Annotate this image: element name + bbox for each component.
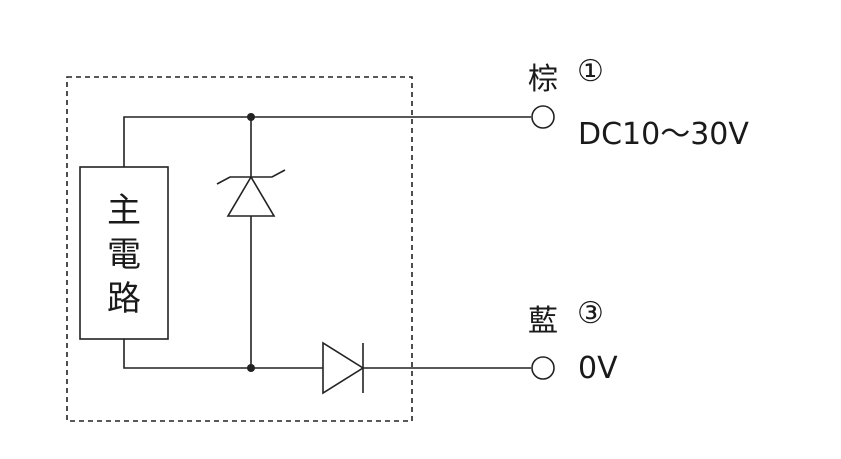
- zener-diode-icon: [216, 169, 286, 217]
- terminal-1-color-label: 棕: [528, 62, 558, 97]
- junction-dot-bottom: [247, 364, 255, 372]
- main-circuit-label-char-1: 主: [107, 191, 141, 231]
- sensor-enclosure: [66, 76, 413, 422]
- terminal-3-number: ③: [577, 296, 604, 331]
- bottom-wire: [123, 339, 531, 369]
- terminal-1-value: DC10～30V: [578, 117, 749, 152]
- main-circuit-label-char-2: 電: [107, 235, 141, 275]
- top-wire: [123, 116, 531, 167]
- terminal-1-icon: [531, 105, 555, 129]
- main-circuit-label-char-3: 路: [107, 279, 141, 319]
- junction-dot-top: [247, 113, 255, 121]
- terminal-1-number: ①: [577, 54, 604, 89]
- terminal-3-value: 0V: [578, 351, 618, 386]
- diode-icon: [322, 341, 365, 395]
- terminal-3-icon: [531, 356, 555, 380]
- terminal-3-color-label: 藍: [528, 304, 558, 339]
